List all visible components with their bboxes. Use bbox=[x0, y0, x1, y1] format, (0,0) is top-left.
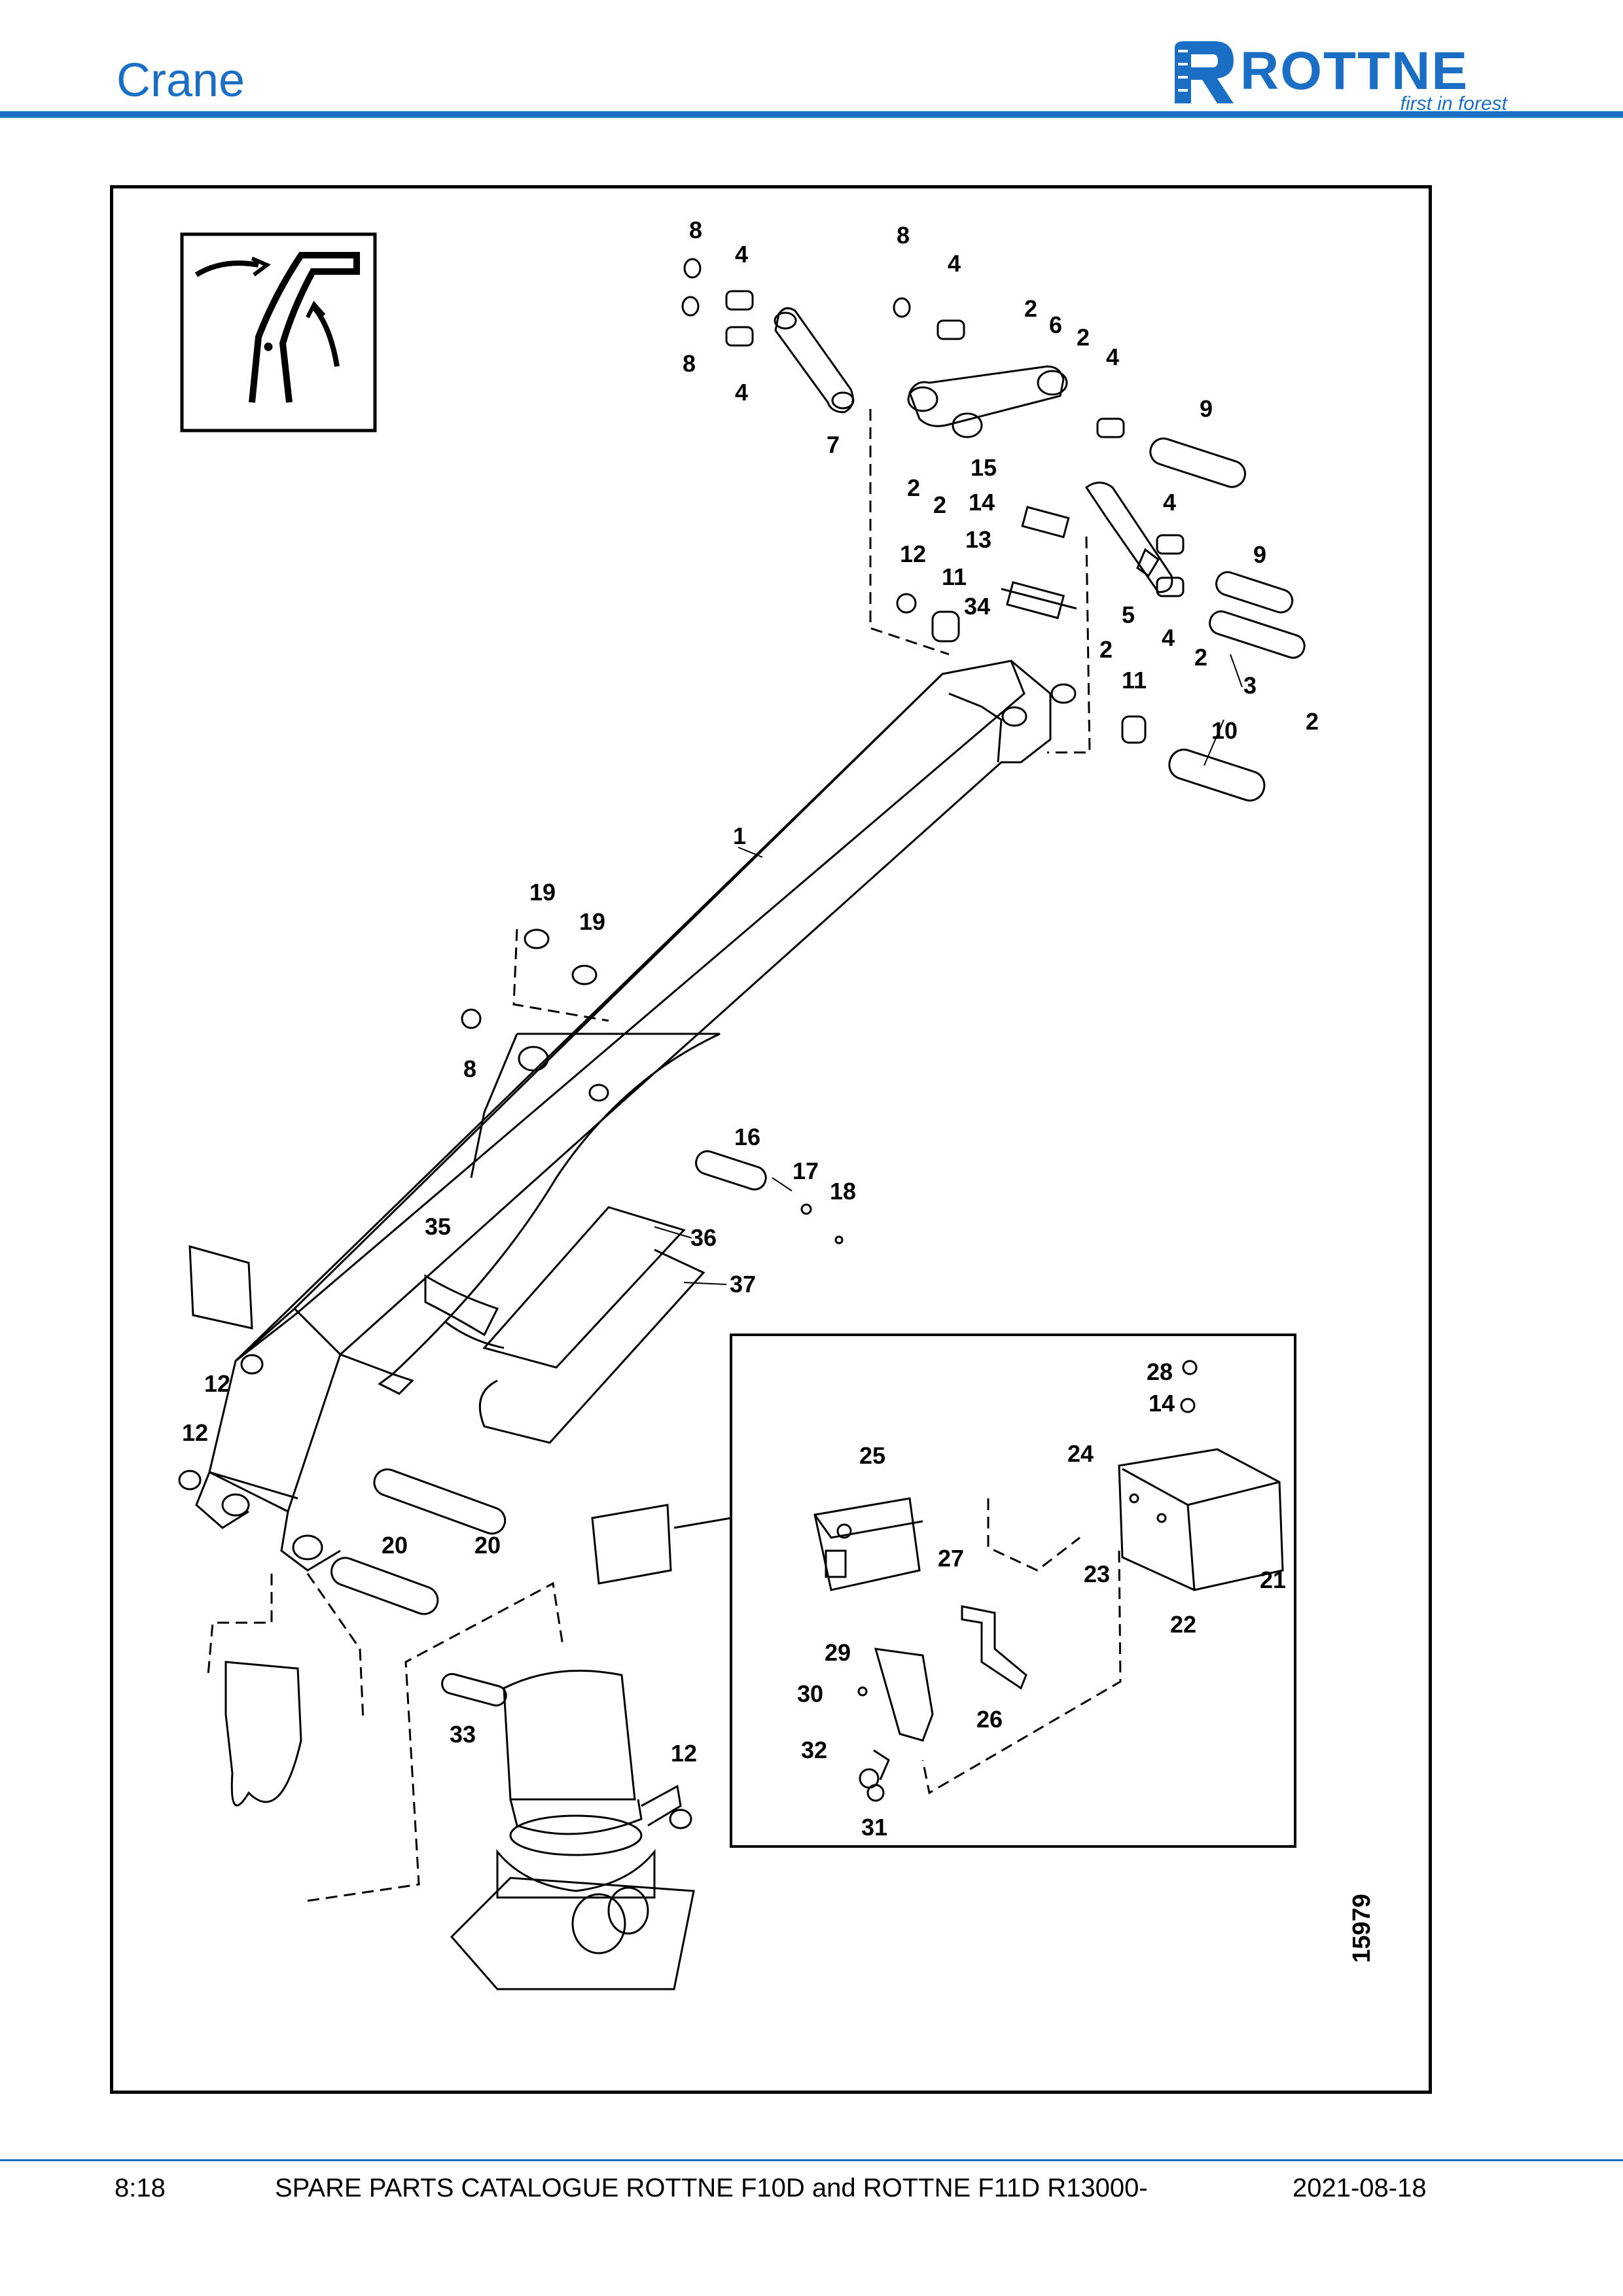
part-callout-5: 5 bbox=[1121, 601, 1135, 628]
part-callout-25: 25 bbox=[859, 1442, 886, 1469]
part-callout-4: 4 bbox=[1105, 344, 1120, 370]
upper-link-assembly bbox=[774, 307, 1306, 802]
part-callout-14: 14 bbox=[968, 489, 995, 516]
part-callout-32: 32 bbox=[800, 1737, 828, 1763]
part-callout-4: 4 bbox=[1161, 624, 1175, 651]
part-callout-2: 2 bbox=[1024, 295, 1038, 322]
leader-lines bbox=[654, 654, 1243, 1285]
part-callout-2: 2 bbox=[1076, 324, 1090, 351]
part-callout-21: 21 bbox=[1259, 1566, 1287, 1593]
part-callout-22: 22 bbox=[1169, 1611, 1197, 1638]
footer-page-number: 8:18 bbox=[115, 2174, 166, 2202]
part-callout-8: 8 bbox=[688, 217, 703, 243]
part-callout-19: 19 bbox=[579, 908, 606, 935]
bushings-and-washers bbox=[178, 258, 1185, 1829]
part-callout-4: 4 bbox=[947, 250, 961, 277]
part-callout-33: 33 bbox=[449, 1721, 476, 1748]
part-callout-3: 3 bbox=[1243, 672, 1257, 699]
part-callout-16: 16 bbox=[734, 1123, 761, 1150]
part-callout-8: 8 bbox=[682, 350, 696, 377]
part-callout-19: 19 bbox=[529, 879, 556, 906]
part-callout-11: 11 bbox=[1121, 667, 1147, 694]
part-callout-4: 4 bbox=[1162, 489, 1177, 516]
part-callout-26: 26 bbox=[976, 1706, 1003, 1733]
lower-parts bbox=[188, 1150, 844, 1807]
part-callout-14: 14 bbox=[1148, 1390, 1175, 1417]
part-callout-1: 1 bbox=[732, 822, 747, 849]
rottne-logo: ROTTNE first in forest bbox=[1168, 33, 1515, 115]
part-callout-27: 27 bbox=[937, 1545, 965, 1572]
part-callout-28: 28 bbox=[1146, 1358, 1173, 1385]
page-header-title: Crane bbox=[116, 54, 245, 107]
part-callout-13: 13 bbox=[965, 526, 992, 553]
part-callout-35: 35 bbox=[424, 1213, 452, 1240]
part-callout-29: 29 bbox=[824, 1639, 851, 1666]
slewing-base bbox=[450, 1669, 695, 1990]
footer-catalogue-title: SPARE PARTS CATALOGUE ROTTNE F10D and RO… bbox=[275, 2174, 1148, 2202]
part-callout-2: 2 bbox=[1305, 708, 1319, 735]
part-callout-9: 9 bbox=[1199, 395, 1213, 422]
logo-wordmark: ROTTNE bbox=[1240, 41, 1469, 101]
part-callout-12: 12 bbox=[181, 1419, 209, 1446]
part-callout-10: 10 bbox=[1211, 717, 1238, 744]
part-callout-20: 20 bbox=[381, 1532, 408, 1559]
part-callout-8: 8 bbox=[463, 1055, 477, 1082]
logo-tagline: first in forest bbox=[1400, 93, 1507, 115]
part-callout-31: 31 bbox=[861, 1814, 888, 1841]
part-callout-2: 2 bbox=[1194, 644, 1208, 671]
part-callout-20: 20 bbox=[474, 1532, 501, 1559]
part-callout-37: 37 bbox=[729, 1271, 757, 1298]
part-callout-23: 23 bbox=[1083, 1561, 1111, 1587]
alignment-lines bbox=[207, 409, 1122, 1902]
footer-date: 2021-08-18 bbox=[1293, 2174, 1427, 2202]
part-callout-12: 12 bbox=[899, 540, 927, 567]
part-callout-15: 15 bbox=[970, 454, 997, 481]
detail-inset bbox=[673, 1333, 1296, 1848]
part-callout-4: 4 bbox=[734, 379, 749, 406]
boom-symbol-icon bbox=[180, 232, 377, 433]
part-callout-2: 2 bbox=[1099, 636, 1113, 663]
footer-rule bbox=[0, 2159, 1623, 2161]
part-callout-2: 2 bbox=[933, 491, 947, 518]
part-callout-24: 24 bbox=[1067, 1440, 1094, 1467]
part-callout-18: 18 bbox=[829, 1178, 857, 1205]
part-callout-7: 7 bbox=[826, 431, 840, 458]
part-callout-6: 6 bbox=[1048, 311, 1063, 338]
part-callout-9: 9 bbox=[1253, 541, 1267, 568]
part-callout-34: 34 bbox=[963, 593, 991, 620]
part-callout-12: 12 bbox=[670, 1740, 698, 1767]
rottne-r-emblem-icon bbox=[1175, 41, 1234, 103]
part-callout-36: 36 bbox=[690, 1224, 717, 1251]
part-callout-8: 8 bbox=[896, 222, 910, 249]
part-callout-11: 11 bbox=[941, 563, 967, 590]
part-callout-30: 30 bbox=[796, 1680, 824, 1707]
part-callout-12: 12 bbox=[204, 1370, 231, 1397]
figure-number: 15979 bbox=[1348, 1894, 1376, 1963]
part-callout-17: 17 bbox=[792, 1157, 819, 1184]
part-callout-4: 4 bbox=[734, 241, 749, 268]
diagram-frame bbox=[110, 185, 1432, 2094]
part-callout-2: 2 bbox=[906, 474, 921, 501]
header-rule bbox=[0, 111, 1623, 118]
main-boom bbox=[195, 660, 1077, 1572]
